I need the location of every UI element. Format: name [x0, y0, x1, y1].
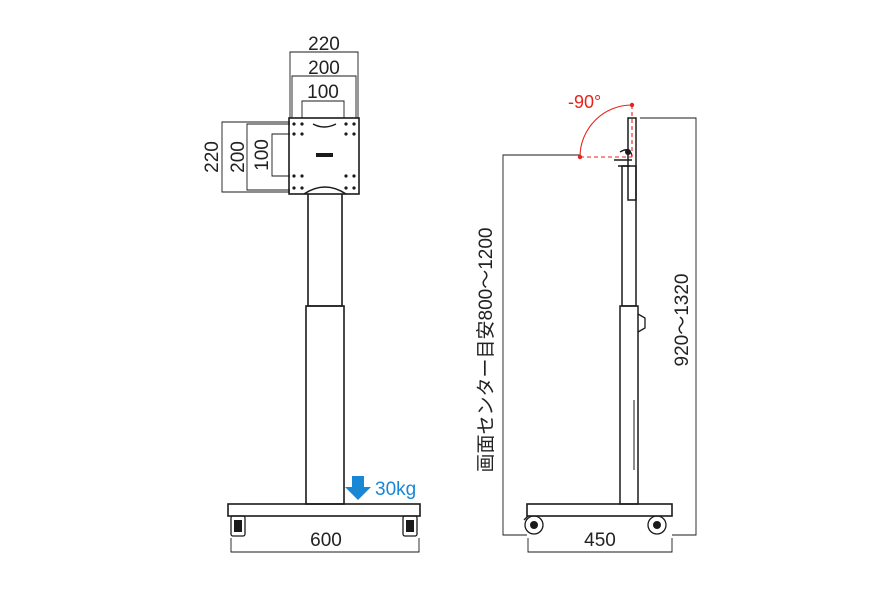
tilt-indicator	[577, 102, 635, 160]
tilt-arc	[579, 104, 633, 158]
front-right-caster	[402, 515, 418, 537]
side-upper-column	[621, 165, 637, 307]
screen-center-height-label: 画面センター目安800～1200	[475, 228, 497, 473]
base-width-bracket	[230, 538, 420, 553]
side-lower-column	[619, 305, 639, 505]
total-height-label: 920～1320	[672, 274, 693, 367]
total-height-bracket	[640, 117, 697, 536]
base-width-label: 600	[310, 530, 342, 551]
mount-hook	[312, 123, 337, 128]
column-cap	[303, 186, 347, 195]
vesa-height-mid-label: 200	[228, 141, 249, 173]
side-base	[526, 503, 673, 517]
mount-plate	[288, 117, 360, 195]
load-arrow-icon	[345, 476, 371, 500]
side-height-lever	[637, 313, 646, 333]
vesa-width-brackets	[289, 51, 359, 118]
side-view	[502, 117, 697, 553]
side-pivot	[625, 149, 631, 155]
tilt-angle-label: -90°	[568, 92, 601, 112]
screen-center-bracket	[502, 154, 580, 536]
side-rear-wheel	[647, 515, 667, 535]
side-front-wheel	[523, 515, 544, 535]
upper-column	[307, 194, 343, 307]
front-left-caster	[230, 515, 246, 537]
side-mount-plate	[627, 117, 637, 201]
base-depth-label: 450	[584, 530, 616, 551]
vesa-height-inner-label: 100	[252, 139, 273, 171]
vesa-width-outer-label: 220	[308, 34, 340, 55]
lower-column	[305, 305, 345, 505]
base-depth-bracket	[527, 538, 673, 553]
load-capacity-label: 30kg	[375, 479, 416, 500]
front-view	[221, 51, 421, 553]
vesa-width-inner-label: 100	[307, 82, 339, 103]
front-base	[227, 503, 421, 517]
vesa-height-brackets	[221, 121, 290, 193]
mount-slot	[316, 153, 333, 157]
mount-holes	[292, 122, 356, 190]
vesa-height-outer-label: 220	[202, 141, 223, 173]
vesa-width-mid-label: 200	[308, 58, 340, 79]
